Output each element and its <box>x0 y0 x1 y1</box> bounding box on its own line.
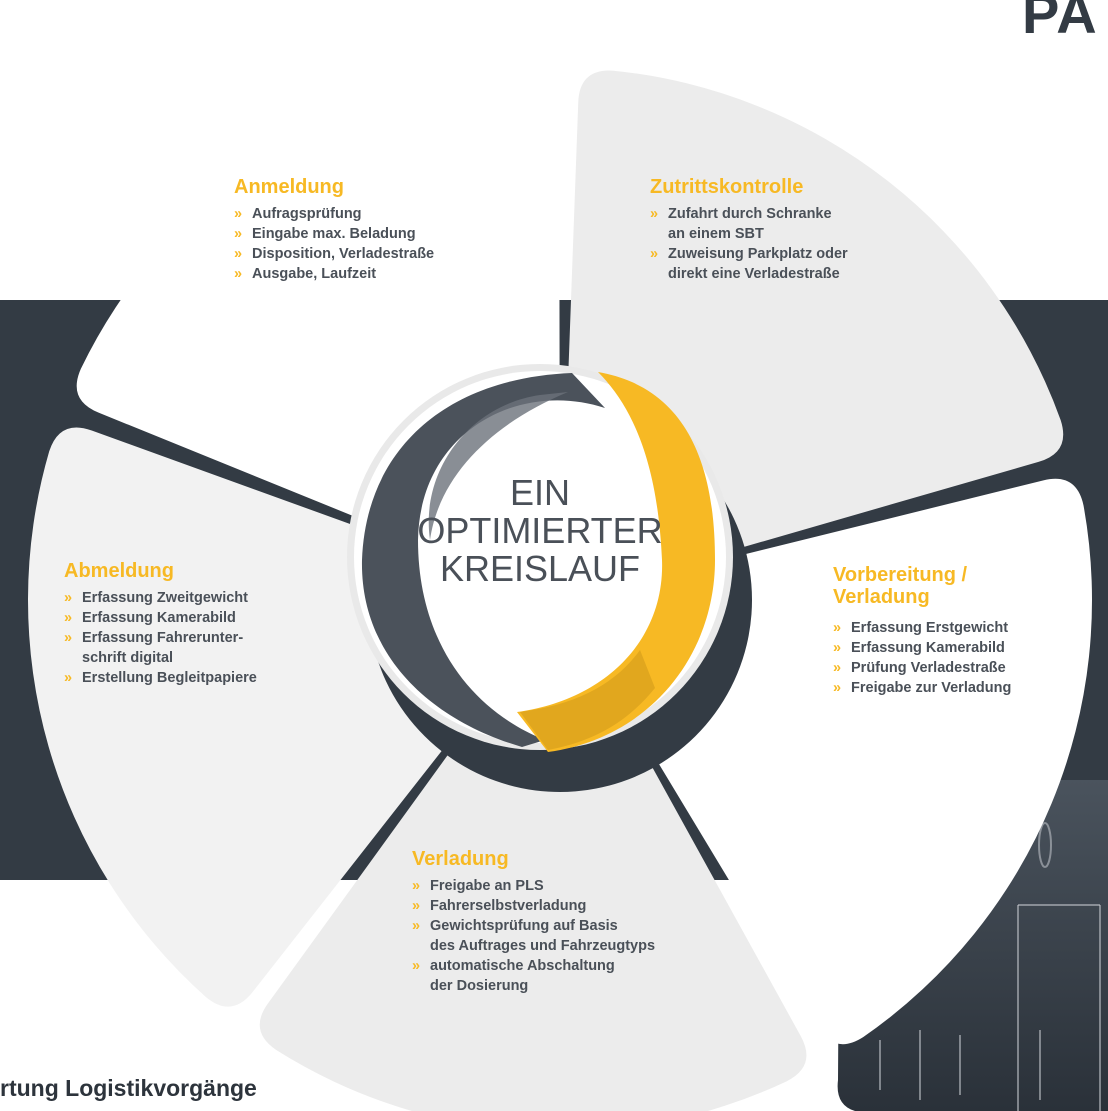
center-title: EIN OPTIMIERTER KREISLAUF <box>372 474 708 588</box>
photo-details <box>879 822 1101 1111</box>
bullet-chevron-icon: » <box>234 266 243 282</box>
list-item: »Freigabe zur Verladung <box>833 680 1012 696</box>
bullet-chevron-icon: » <box>64 630 73 646</box>
bullet-chevron-icon: » <box>833 660 842 676</box>
bullet-chevron-icon: » <box>833 680 842 696</box>
stage-items: »Zufahrt durch Schranke an einem SBT »Zu… <box>650 204 848 284</box>
segment-abmeldung <box>28 427 442 1007</box>
list-item: »Erfassung Erstgewicht <box>833 620 1009 636</box>
segment-verladung <box>259 755 807 1111</box>
cycle-arrow-dark-highlight <box>428 392 568 540</box>
list-item: »Freigabe an PLS <box>412 878 544 894</box>
list-item: »automatische Abschaltung der Dosierung <box>412 958 615 994</box>
list-item: »Erfassung Kamerabild <box>64 610 236 626</box>
bullet-chevron-icon: » <box>412 878 421 894</box>
bullet-chevron-icon: » <box>412 918 421 934</box>
bullet-chevron-icon: » <box>833 620 842 636</box>
stage-abmeldung: Abmeldung »Erfassung Zweitgewicht »Erfas… <box>64 560 257 688</box>
stage-vorbereitung: Vorbereitung / Verladung »Erfassung Erst… <box>833 564 1011 698</box>
list-item: »Fahrerselbstverladung <box>412 898 587 914</box>
stage-items: »Erfassung Erstgewicht »Erfassung Kamera… <box>833 618 1011 698</box>
bullet-chevron-icon: » <box>412 958 421 974</box>
center-title-line: EIN <box>509 472 570 513</box>
bullet-chevron-icon: » <box>650 246 659 262</box>
stage-title: Vorbereitung / Verladung <box>833 564 968 608</box>
bullet-chevron-icon: » <box>412 898 421 914</box>
stage-items: »Freigabe an PLS »Fahrerselbstverladung … <box>412 876 655 996</box>
bullet-chevron-icon: » <box>234 226 243 242</box>
list-item: »Zufahrt durch Schranke an einem SBT <box>650 206 832 242</box>
list-item: »Zuweisung Parkplatz oder direkt eine Ve… <box>650 246 848 282</box>
bullet-chevron-icon: » <box>234 206 243 222</box>
stage-title: Anmeldung <box>234 176 344 198</box>
bullet-chevron-icon: » <box>64 610 73 626</box>
bullet-chevron-icon: » <box>64 670 73 686</box>
stage-items: »Erfassung Zweitgewicht »Erfassung Kamer… <box>64 588 257 688</box>
list-item: »Prüfung Verladestraße <box>833 660 1006 676</box>
list-item: »Erfassung Zweitgewicht <box>64 590 248 606</box>
stage-title: Verladung <box>412 848 509 870</box>
stage-title: Zutrittskontrolle <box>650 176 804 198</box>
list-item: »Gewichtsprüfung auf Basis des Auftrages… <box>412 918 656 954</box>
stage-zutrittskontrolle: Zutrittskontrolle »Zufahrt durch Schrank… <box>650 176 848 284</box>
list-item: »Disposition, Verladestraße <box>234 246 435 262</box>
center-title-line: OPTIMIERTER <box>417 510 663 551</box>
cycle-arrow-dark <box>361 373 605 747</box>
center-title-line: KREISLAUF <box>439 548 641 589</box>
stage-anmeldung: Anmeldung »Aufragsprüfung »Eingabe max. … <box>234 176 434 284</box>
segment-zutrittskontrolle <box>567 70 1064 547</box>
list-item: »Erfassung Kamerabild <box>833 640 1005 656</box>
stage-title: Abmeldung <box>64 560 174 582</box>
segment-vorbereitung <box>659 478 1092 1045</box>
company-logo: PA <box>1022 0 1098 45</box>
stage-verladung: Verladung »Freigabe an PLS »Fahrerselbst… <box>412 848 655 996</box>
cycle-arrow-yellow-shade <box>520 650 655 750</box>
list-item: »Erstellung Begleitpapiere <box>64 670 257 686</box>
cycle-arrow-yellow <box>517 372 715 752</box>
list-item: »Erfassung Fahrerunter- schrift digital <box>64 630 244 666</box>
bullet-chevron-icon: » <box>650 206 659 222</box>
footer-title: rtung Logistikvorgänge <box>0 1075 257 1101</box>
bullet-chevron-icon: » <box>833 640 842 656</box>
bullet-chevron-icon: » <box>234 246 243 262</box>
list-item: »Aufragsprüfung <box>234 206 362 222</box>
list-item: »Eingabe max. Beladung <box>234 226 416 242</box>
bullet-chevron-icon: » <box>64 590 73 606</box>
list-item: »Ausgabe, Laufzeit <box>234 266 377 282</box>
stage-items: »Aufragsprüfung »Eingabe max. Beladung »… <box>234 204 434 284</box>
